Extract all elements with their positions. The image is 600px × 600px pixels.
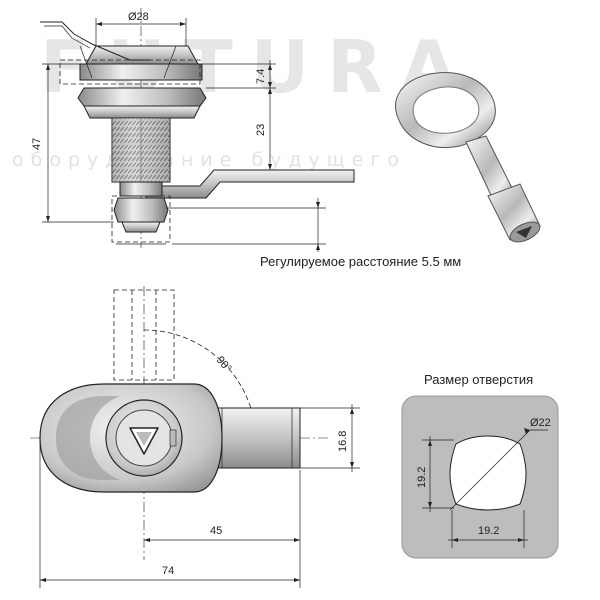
dim-total-74: 74 [162, 565, 174, 577]
dim-to-center-45: 45 [210, 525, 222, 537]
lock-front-view: 90° 16.8 45 74 [30, 286, 360, 588]
dim-tongue-16-8: 16.8 [337, 431, 349, 452]
dim-diameter-28: Ø28 [128, 11, 149, 23]
lock-tongue [145, 169, 355, 199]
hole-size-panel: Размер отверстия Ø22 19.2 19.2 [401, 372, 559, 559]
watermark-slogan: оборудование будущего [12, 149, 406, 171]
lock-screw [113, 197, 169, 223]
lock-side-view: Ø28 47 7.4 23 Регулируемое расстояние 5.… [31, 8, 461, 269]
lock-nut [77, 87, 207, 107]
hole-cutout [449, 435, 527, 511]
dim-angle-90: 90° [214, 354, 234, 374]
dim-cap-7-4: 7.4 [255, 69, 267, 84]
dim-height-47: 47 [31, 138, 43, 150]
dim-thread-23: 23 [255, 124, 267, 136]
adjustable-distance-note: Регулируемое расстояние 5.5 мм [260, 254, 461, 269]
hole-panel-title: Размер отверстия [424, 372, 533, 387]
hole-dim-width: 19.2 [478, 525, 499, 537]
hole-dim-diameter: Ø22 [530, 417, 551, 429]
hole-dim-height: 19.2 [416, 467, 428, 488]
triangle-key [395, 72, 541, 243]
